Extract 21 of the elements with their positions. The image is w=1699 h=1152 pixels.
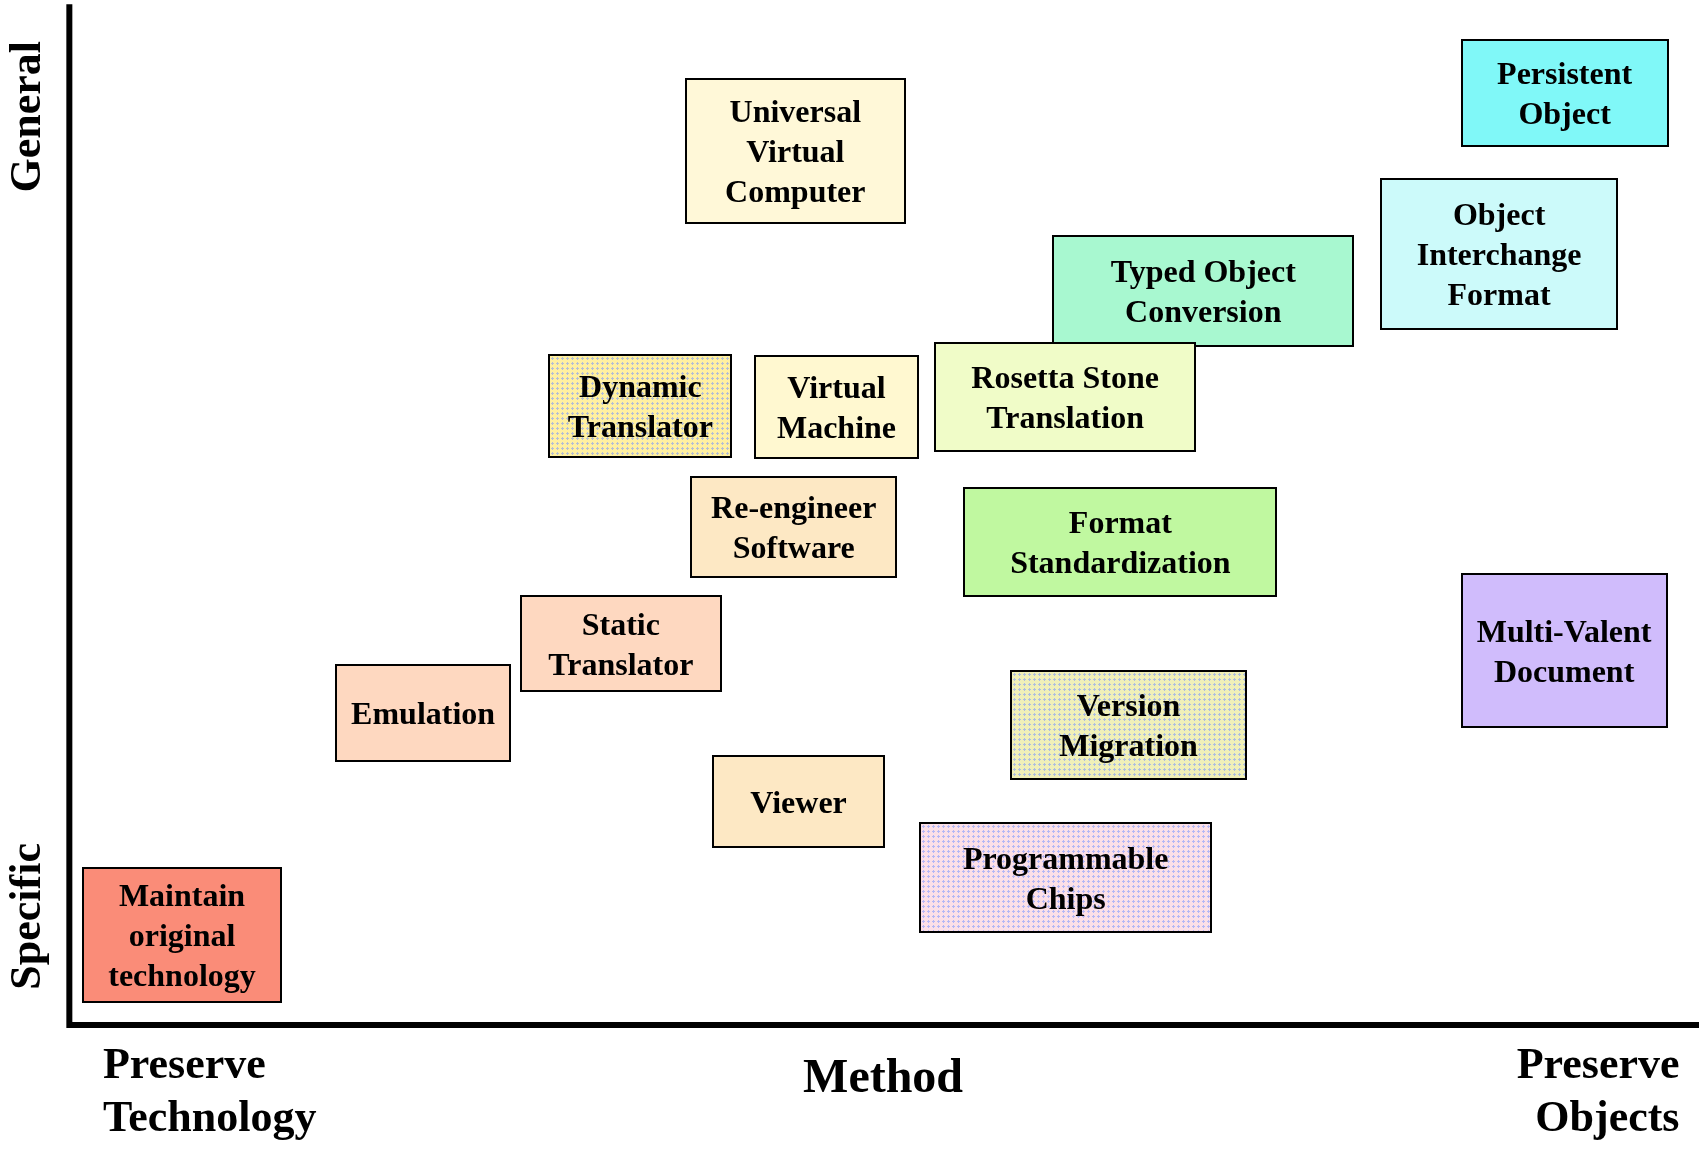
method-box: Virtual Machine <box>754 355 919 460</box>
method-box: Static Translator <box>520 594 722 693</box>
axis-label: General <box>0 41 51 193</box>
method-box: Universal Virtual Computer <box>684 78 906 225</box>
method-box: Object Interchange Format <box>1380 177 1618 331</box>
method-box: Emulation <box>334 664 512 762</box>
method-box: Multi-Valent Document <box>1460 573 1668 729</box>
method-box: Typed Object Conversion <box>1052 235 1355 347</box>
method-box: Viewer <box>711 755 886 849</box>
axis-label: Preserve Technology <box>102 1038 318 1143</box>
axis-label: Specific <box>0 843 51 990</box>
method-box: Dynamic Translator <box>548 354 733 459</box>
method-box: Maintain original technology <box>82 866 282 1004</box>
method-box: Version Migration <box>1009 669 1248 781</box>
method-box: Format Standardization <box>963 486 1278 597</box>
method-box: Programmable Chips <box>918 822 1213 933</box>
axis-label: Preserve Objects <box>1515 1038 1680 1143</box>
axis-label: Method <box>802 1047 965 1104</box>
method-box: Rosetta Stone Translation <box>934 342 1197 452</box>
method-box: Persistent Object <box>1460 39 1669 148</box>
method-box: Re-engineer Software <box>690 475 898 578</box>
